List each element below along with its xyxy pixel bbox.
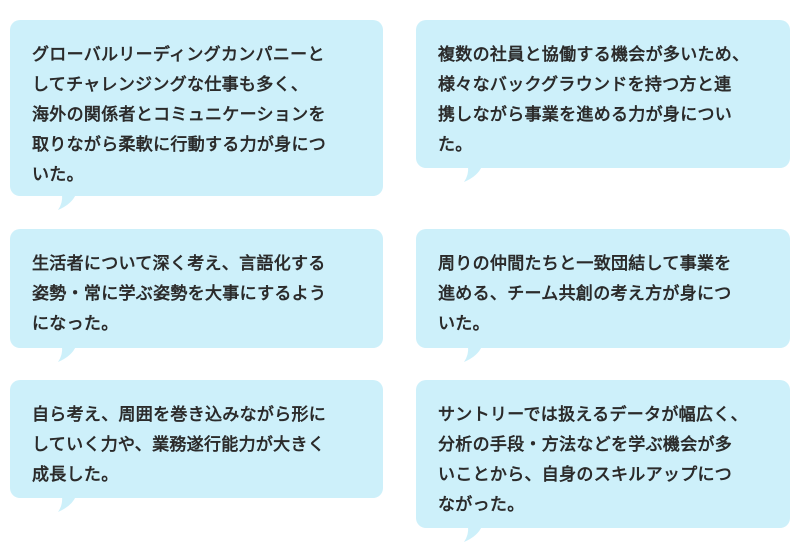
bubble-line: 周りの仲間たちと一致団結して事業を: [438, 254, 732, 274]
bubble-line: してチャレンジングな仕事も多く、: [32, 75, 309, 95]
bubble-text: 複数の社員と協働する機会が多いため、 様々なバックグラウンドを持つ方と連 携しな…: [438, 40, 774, 160]
bubble-line: いた。: [32, 165, 84, 185]
speech-bubble-6: サントリーでは扱えるデータが幅広く、 分析の手段・方法などを学ぶ機会が多 いこと…: [416, 380, 790, 542]
bubble-tail: [464, 346, 482, 362]
bubble-line: 取りながら柔軟に行動する力が身につ: [32, 135, 327, 155]
bubble-tail: [464, 526, 482, 542]
speech-bubble-5: 自ら考え、周囲を巻き込みながら形に していく力や、業務遂行能力が大きく 成長した…: [10, 380, 383, 512]
bubble-line: 携しながら事業を進める力が身につい: [438, 105, 733, 125]
bubble-line: 生活者について深く考え、言語化する: [32, 254, 326, 274]
bubble-line: サントリーでは扱えるデータが幅広く、: [438, 405, 748, 425]
bubble-line: 姿勢・常に学ぶ姿勢を大事にするよう: [32, 284, 327, 304]
bubble-text: 周りの仲間たちと一致団結して事業を 進める、チーム共創の考え方が身につ いた。: [438, 249, 774, 339]
bubble-line: いことから、自身のスキルアップにつ: [438, 465, 733, 485]
bubble-text: サントリーでは扱えるデータが幅広く、 分析の手段・方法などを学ぶ機会が多 いこと…: [438, 400, 774, 520]
bubble-text: グローバルリーディングカンパニーと してチャレンジングな仕事も多く、 海外の関係…: [32, 40, 367, 190]
bubble-line: 自ら考え、周囲を巻き込みながら形に: [32, 405, 327, 425]
bubble-line: 分析の手段・方法などを学ぶ機会が多: [438, 435, 733, 455]
bubble-line: た。: [438, 135, 473, 155]
bubble-line: 海外の関係者とコミュニケーションを: [32, 105, 326, 125]
bubble-line: になった。: [32, 314, 119, 334]
bubble-tail: [464, 166, 482, 182]
bubble-tail: [58, 496, 76, 512]
speech-bubble-2: 複数の社員と協働する機会が多いため、 様々なバックグラウンドを持つ方と連 携しな…: [416, 20, 790, 182]
speech-bubble-4: 周りの仲間たちと一致団結して事業を 進める、チーム共創の考え方が身につ いた。: [416, 229, 790, 362]
bubble-tail: [58, 194, 76, 210]
bubble-line: いた。: [438, 314, 490, 334]
bubble-line: ながった。: [438, 495, 525, 515]
bubble-text: 自ら考え、周囲を巻き込みながら形に していく力や、業務遂行能力が大きく 成長した…: [32, 400, 367, 490]
bubble-line: 成長した。: [32, 465, 119, 485]
bubble-text: 生活者について深く考え、言語化する 姿勢・常に学ぶ姿勢を大事にするよう になった…: [32, 249, 367, 339]
bubble-line: 複数の社員と協働する機会が多いため、: [438, 45, 750, 65]
speech-bubble-1: グローバルリーディングカンパニーと してチャレンジングな仕事も多く、 海外の関係…: [10, 20, 383, 210]
bubble-tail: [58, 346, 76, 362]
bubble-line: グローバルリーディングカンパニーと: [32, 45, 325, 65]
bubble-line: していく力や、業務遂行能力が大きく: [32, 435, 326, 455]
bubble-line: 様々なバックグラウンドを持つ方と連: [438, 75, 732, 95]
bubble-line: 進める、チーム共創の考え方が身につ: [438, 284, 732, 304]
speech-bubble-3: 生活者について深く考え、言語化する 姿勢・常に学ぶ姿勢を大事にするよう になった…: [10, 229, 383, 362]
